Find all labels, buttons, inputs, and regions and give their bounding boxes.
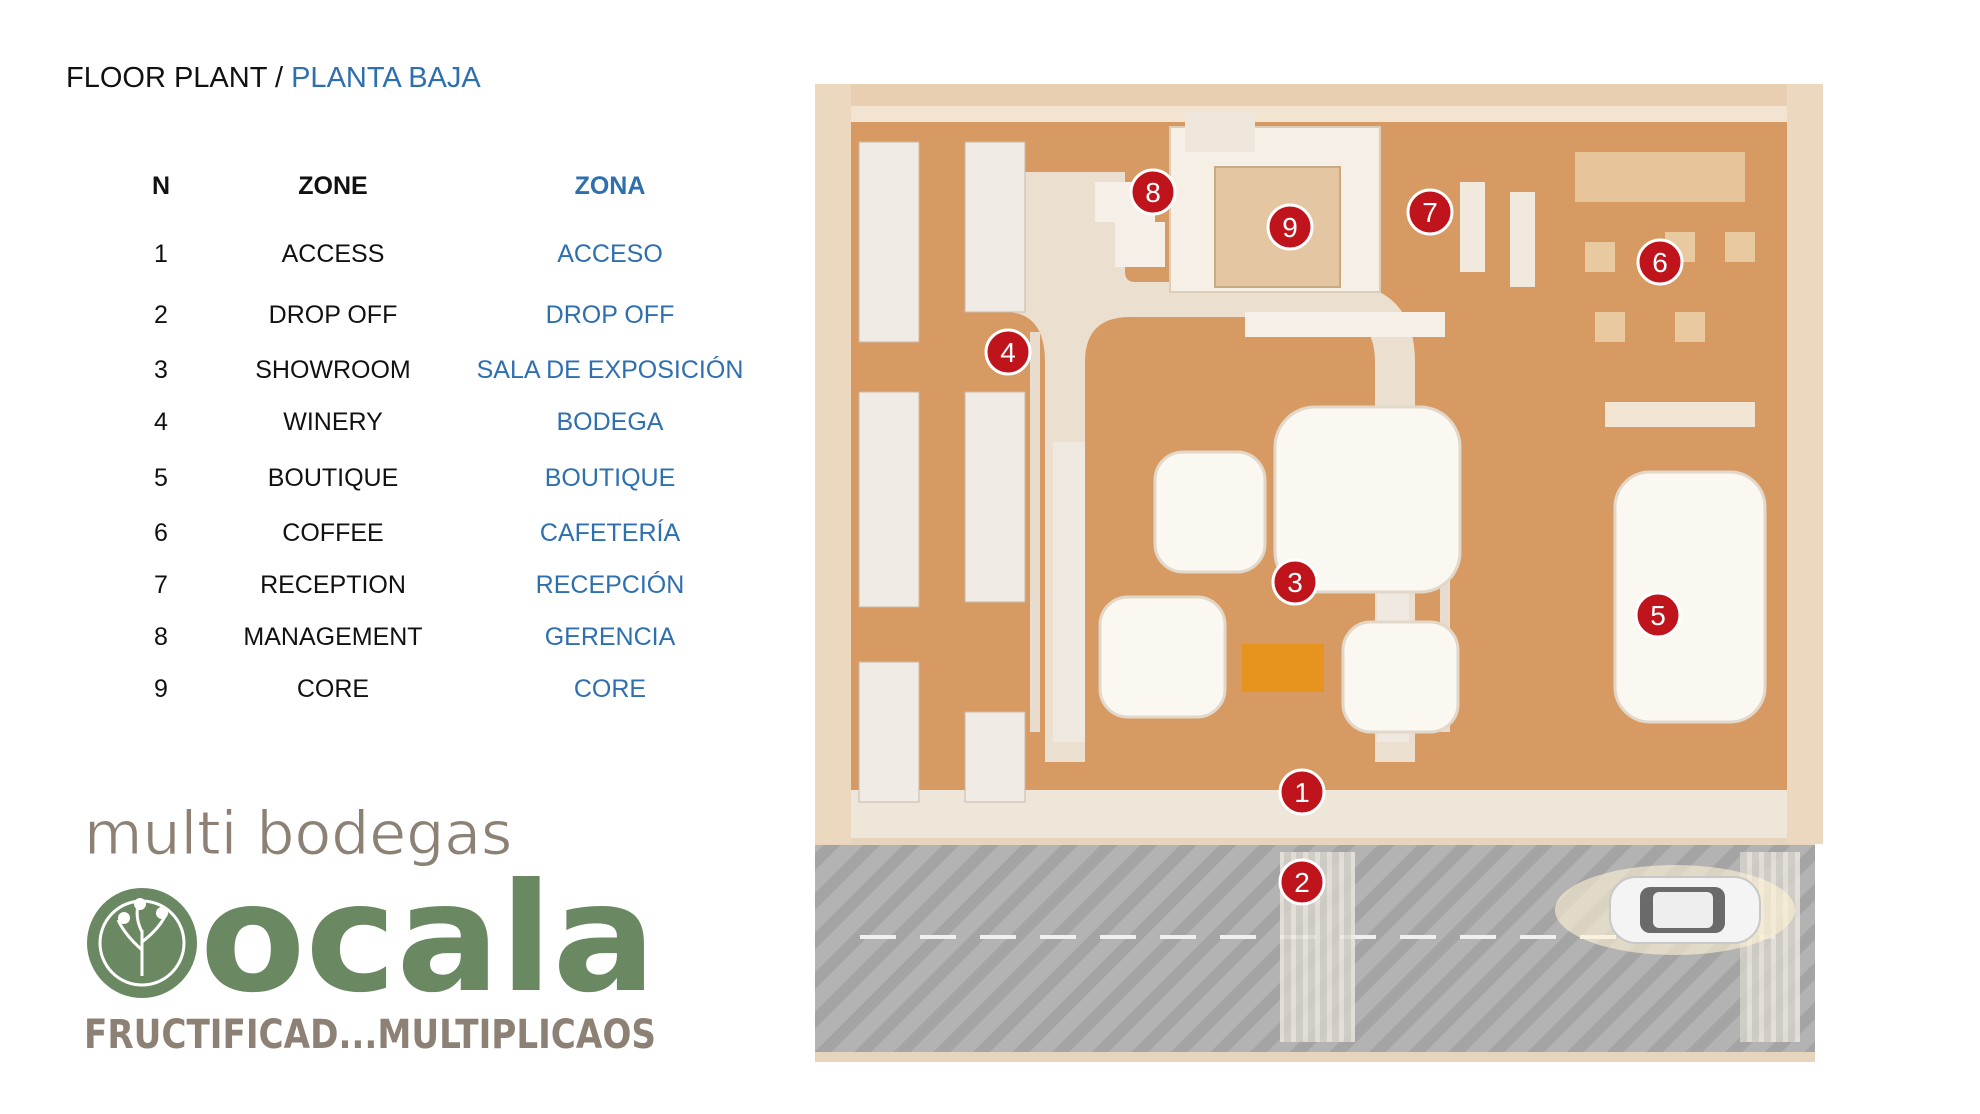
ocala-logo: multi bodegas ocala FRUCTIFICAD...MULTIP… — [84, 800, 657, 1058]
header-zone: ZONE — [298, 172, 368, 200]
legend-zona: GERENCIA — [544, 623, 676, 651]
floor-plan-render — [815, 84, 1823, 1062]
legend-zone: WINERY — [283, 408, 383, 436]
zone-marker-circle — [1266, 203, 1314, 251]
zone-marker-number: 2 — [1294, 867, 1310, 898]
legend-zone: DROP OFF — [268, 301, 398, 329]
zone-marker-9[interactable]: 9 — [1266, 203, 1314, 251]
title-english: FLOOR PLANT / — [66, 62, 284, 94]
legend-number: 3 — [154, 356, 168, 384]
zone-marker-circle — [984, 328, 1032, 376]
header-number: N — [151, 172, 171, 200]
boutique-area — [1613, 470, 1767, 724]
legend-zone: RECEPTION — [260, 571, 406, 599]
zone-marker-circle — [1129, 168, 1177, 216]
zone-marker-number: 6 — [1652, 247, 1668, 278]
legend-number: 6 — [154, 519, 168, 547]
zone-marker-number: 5 — [1650, 600, 1666, 631]
zone-marker-number: 8 — [1145, 177, 1161, 208]
legend-zone: CORE — [296, 675, 370, 703]
legend-header-row: N ZONE ZONA — [120, 172, 760, 212]
legend-number: 9 — [154, 675, 168, 703]
legend-zona: ACCESO — [557, 240, 663, 268]
parked-car — [1555, 865, 1795, 955]
zone-marker-circle — [1278, 858, 1326, 906]
zone-marker-3[interactable]: 3 — [1271, 558, 1319, 606]
header-zona: ZONA — [574, 172, 646, 200]
zone-marker-number: 9 — [1282, 212, 1298, 243]
legend-number: 1 — [154, 240, 168, 268]
title-spanish: PLANTA BAJA — [291, 62, 481, 94]
legend-row: 2 DROP OFF DROP OFF — [120, 301, 760, 341]
legend-row: 5 BOUTIQUE BOUTIQUE — [120, 464, 760, 504]
legend-zona: CORE — [573, 675, 647, 703]
legend-zona: SALA DE EXPOSICIÓN — [476, 356, 744, 384]
legend-row: 1 ACCESS ACCESO — [120, 240, 760, 280]
legend-row: 3 SHOWROOM SALA DE EXPOSICIÓN — [120, 356, 760, 396]
olive-tree-emblem-icon — [87, 888, 197, 998]
page-title: FLOOR PLANT / PLANTA BAJA — [66, 62, 481, 95]
zone-marker-6[interactable]: 6 — [1636, 238, 1684, 286]
zone-marker-8[interactable]: 8 — [1129, 168, 1177, 216]
zone-marker-circle — [1278, 768, 1326, 816]
legend-zone: COFFEE — [282, 519, 384, 547]
legend-zona: BODEGA — [556, 408, 664, 436]
logo-line2: ocala — [200, 852, 656, 1026]
legend-zone: SHOWROOM — [255, 356, 411, 384]
legend-zona: BOUTIQUE — [544, 464, 676, 492]
zone-marker-number: 1 — [1294, 777, 1310, 808]
legend-zone: ACCESS — [281, 240, 385, 268]
winery-racks — [858, 141, 1450, 803]
zone-marker-circle — [1406, 188, 1454, 236]
legend-row: 6 COFFEE CAFETERÍA — [120, 519, 760, 559]
circulation-path — [1005, 172, 1445, 762]
legend-number: 4 — [154, 408, 168, 436]
logo-line1: multi bodegas — [84, 800, 512, 869]
logo-tagline: FRUCTIFICAD...MULTIPLICAOS — [84, 1012, 656, 1058]
reception-area — [1460, 182, 1535, 287]
legend-row: 8 MANAGEMENT GERENCIA — [120, 623, 760, 663]
legend-number: 5 — [154, 464, 168, 492]
legend-row: 9 CORE CORE — [120, 675, 760, 715]
legend-zone: MANAGEMENT — [243, 623, 423, 651]
legend-row: 7 RECEPTION RECEPCIÓN — [120, 571, 760, 611]
legend-zona: RECEPCIÓN — [535, 571, 685, 599]
zone-marker-circle — [1636, 238, 1684, 286]
zone-marker-circle — [1634, 591, 1682, 639]
legend-number: 7 — [154, 571, 168, 599]
legend-number: 8 — [154, 623, 168, 651]
coffee-area — [1575, 152, 1755, 427]
zone-marker-1[interactable]: 1 — [1278, 768, 1326, 816]
zone-marker-number: 3 — [1287, 567, 1303, 598]
zone-marker-number: 7 — [1422, 197, 1438, 228]
zone-marker-4[interactable]: 4 — [984, 328, 1032, 376]
zone-marker-2[interactable]: 2 — [1278, 858, 1326, 906]
legend-row: 4 WINERY BODEGA — [120, 408, 760, 448]
legend-zona: CAFETERÍA — [539, 519, 681, 547]
zone-marker-5[interactable]: 5 — [1634, 591, 1682, 639]
zone-marker-circle — [1271, 558, 1319, 606]
showroom-displays — [1098, 405, 1462, 734]
zone-marker-7[interactable]: 7 — [1406, 188, 1454, 236]
legend-number: 2 — [154, 301, 168, 329]
zone-markers-layer: 1 2 3 4 5 6 7 8 9 — [984, 168, 1684, 906]
zone-markers: 1 2 3 4 5 6 7 8 9 — [984, 168, 1684, 906]
zone-marker-number: 4 — [1000, 337, 1016, 368]
legend-zona: DROP OFF — [545, 301, 675, 329]
legend-zone: BOUTIQUE — [267, 464, 399, 492]
